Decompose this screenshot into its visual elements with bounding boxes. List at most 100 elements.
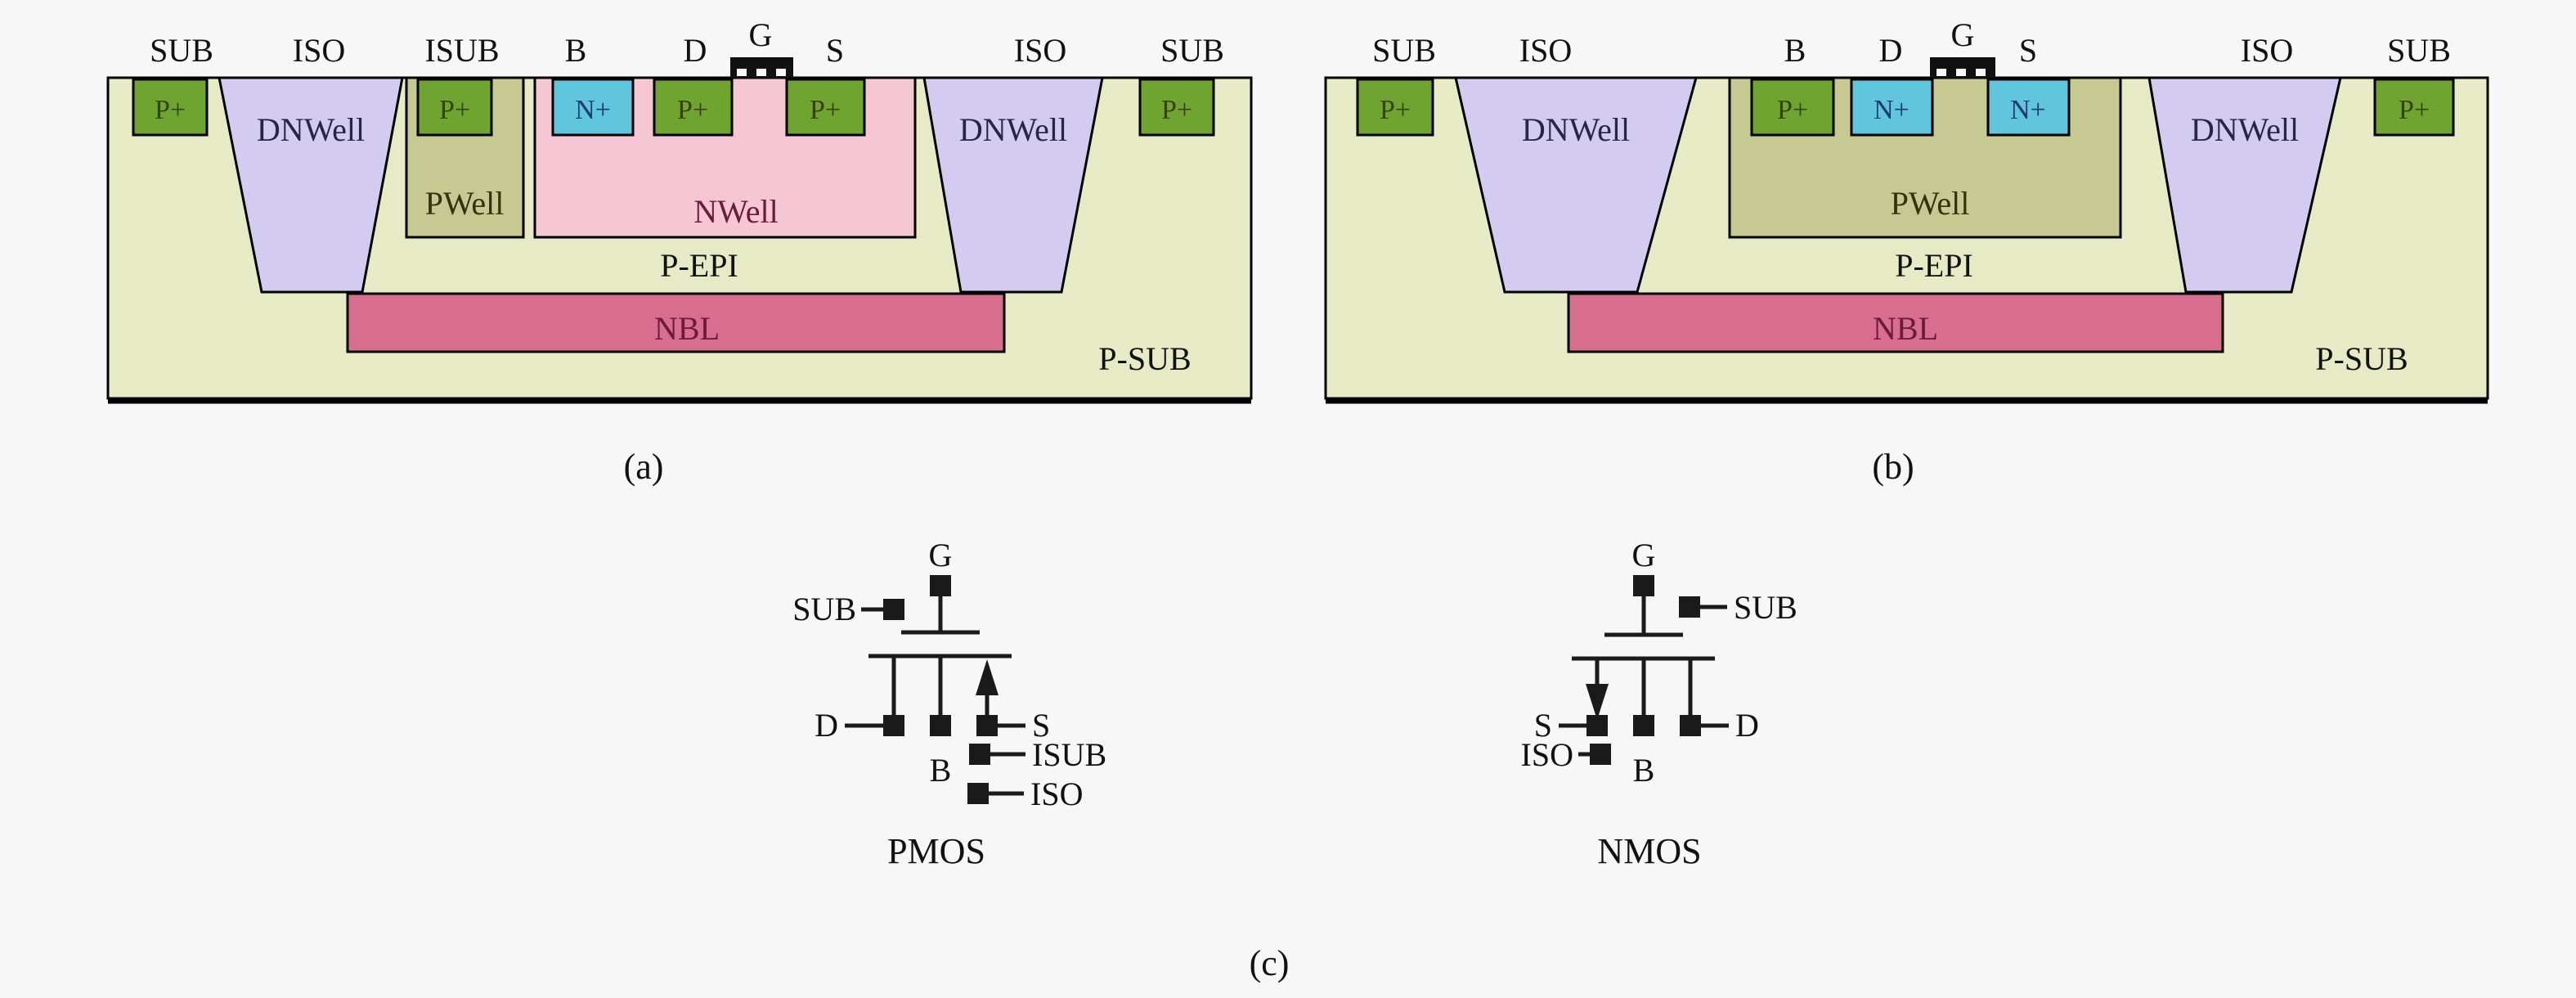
pplus-sub-right-b [2373, 78, 2455, 137]
pplus-sub-left-b [1356, 78, 1434, 137]
top-label-sub-left-a: SUB [150, 32, 213, 69]
pmos-drain-pad [883, 715, 904, 736]
pplus-label: P+ [810, 95, 841, 125]
caption-b: (b) [1872, 447, 1914, 487]
pwell-label-b: PWell [1891, 185, 1970, 222]
nplus-label: N+ [575, 95, 611, 125]
dnwell-left-label-a: DNWell [257, 111, 365, 148]
psub-label-b: P-SUB [2315, 340, 2408, 377]
dnwell-left-label-b: DNWell [1522, 111, 1630, 148]
nbl-label-a: NBL [654, 310, 720, 347]
pmos-gate-label: G [929, 537, 953, 573]
nmos-source-arrow-icon [1586, 684, 1609, 720]
top-label-isub-a: ISUB [424, 32, 499, 69]
nmos-bulk-label: B [1633, 752, 1655, 789]
caption-c: (c) [1250, 943, 1290, 983]
gate-notch [1976, 69, 1986, 76]
top-label-s-a: S [826, 32, 844, 69]
pplus-label: P+ [1777, 95, 1808, 125]
nmos-drain-label: D [1735, 707, 1759, 744]
top-label-s-b: S [2019, 32, 2037, 69]
pplus-label: P+ [1380, 95, 1411, 125]
pplus-label: P+ [1161, 95, 1192, 125]
nbl-region-a [346, 292, 1006, 353]
top-label-sub-right-b: SUB [2387, 32, 2451, 69]
pepi-label-b: P-EPI [1895, 247, 1973, 284]
top-label-iso-right-a: ISO [1014, 32, 1066, 69]
gate-notch [776, 69, 786, 76]
nplus-label: N+ [2010, 95, 2046, 125]
nplus-b-a [551, 78, 635, 137]
nbl-label-b: NBL [1873, 310, 1938, 347]
gate-icon-b [1930, 57, 1995, 78]
gate-notch [1936, 69, 1946, 76]
pplus-sub-left-a [132, 78, 209, 137]
pmos-source-pad [976, 715, 998, 736]
pmos-isub-label: ISUB [1032, 736, 1106, 773]
pmos-symbol: G SUB D B S ISUB ISO PMOS [792, 537, 1106, 871]
nmos-symbol: G SUB S B D ISO NMOS [1521, 537, 1797, 871]
top-label-g-a: G [749, 16, 773, 53]
pplus-s-a [785, 78, 866, 137]
pplus-label: P+ [439, 95, 470, 125]
nmos-sub-pad [1679, 596, 1700, 618]
pmos-iso-pad [967, 783, 989, 804]
pmos-gate-pad [930, 575, 951, 596]
diagram-a: SUB ISO ISUB B D G S ISO SUB DNWell DNWe… [106, 16, 1253, 487]
top-label-b-a: B [565, 32, 587, 69]
pmos-source-arrow-icon [976, 659, 999, 695]
psub-label-a: P-SUB [1098, 340, 1191, 377]
pmos-sub-pad [883, 599, 904, 620]
pplus-label: P+ [155, 95, 186, 125]
dnwell-right-label-b: DNWell [2191, 111, 2299, 148]
dnwell-right-b [2147, 76, 2342, 294]
pwell-label-a: PWell [425, 185, 505, 222]
gate-notch [737, 69, 747, 76]
nplus-s-b [1986, 78, 2071, 137]
nplus-label: N+ [1874, 95, 1910, 125]
top-label-g-b: G [1951, 16, 1975, 53]
dnwell-right-label-a: DNWell [959, 111, 1067, 148]
nwell-label-a: NWell [693, 193, 778, 230]
dnwell-left-a [218, 76, 404, 294]
pmos-source-label: S [1032, 707, 1050, 744]
dnwell-right-a [922, 76, 1104, 294]
dnwell-left-b [1454, 76, 1698, 294]
nmos-iso-label: ISO [1521, 736, 1573, 773]
gate-icon-a [730, 57, 793, 78]
pplus-d-a [653, 78, 734, 137]
pplus-b-b [1750, 78, 1835, 137]
pmos-sub-label: SUB [792, 591, 856, 627]
top-label-sub-left-b: SUB [1372, 32, 1436, 69]
nmos-sub-label: SUB [1734, 589, 1797, 626]
nmos-source-pad [1586, 715, 1608, 736]
top-label-iso-right-b: ISO [2241, 32, 2293, 69]
gate-notch [756, 69, 766, 76]
top-label-d-b: D [1879, 32, 1903, 69]
diagram-b: SUB ISO B D G S ISO SUB DNWell DNWell PW… [1324, 16, 2489, 487]
nmos-gate-pad [1633, 575, 1654, 596]
nbl-region-b [1567, 292, 2224, 353]
gate-notch [1956, 69, 1966, 76]
pmos-iso-label: ISO [1030, 775, 1083, 812]
pplus-isub-a [416, 78, 493, 137]
top-label-b-b: B [1784, 32, 1806, 69]
caption-a: (a) [624, 447, 664, 487]
pmos-isub-pad [969, 744, 990, 765]
pmos-drain-label: D [815, 707, 838, 744]
nmos-drain-pad [1680, 715, 1701, 736]
nmos-iso-pad [1590, 744, 1611, 765]
pepi-label-a: P-EPI [660, 247, 738, 284]
nmos-gate-label: G [1632, 537, 1656, 573]
pmos-bulk-pad [930, 715, 951, 736]
pplus-label: P+ [677, 95, 708, 125]
nmos-source-label: S [1534, 707, 1552, 744]
nplus-d-b [1850, 78, 1934, 137]
top-label-iso-left-b: ISO [1519, 32, 1572, 69]
pmos-bulk-label: B [930, 752, 952, 789]
pmos-name: PMOS [887, 831, 985, 871]
pplus-label: P+ [2399, 95, 2430, 125]
top-label-d-a: D [684, 32, 707, 69]
top-label-iso-left-a: ISO [293, 32, 345, 69]
